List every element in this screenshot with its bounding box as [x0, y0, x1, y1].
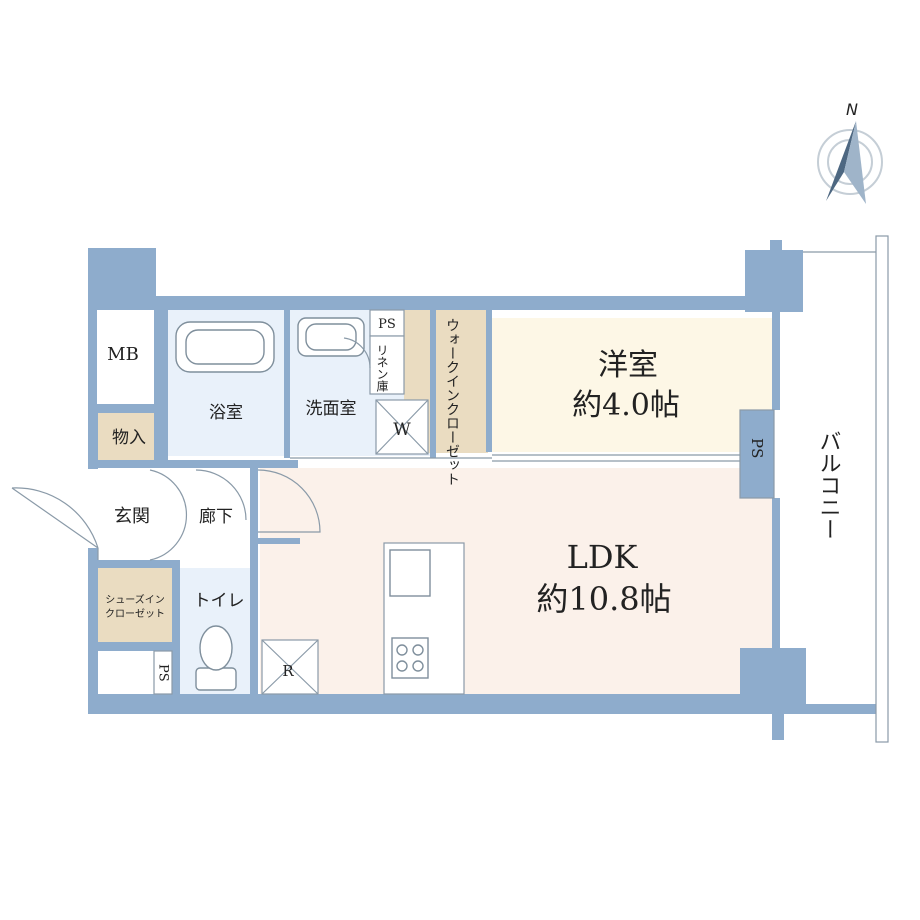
kitchen-sink-icon: [389, 549, 431, 597]
wall-top: [150, 296, 752, 310]
wall-pillar-top-right: [770, 240, 782, 254]
burner-4: [412, 660, 424, 672]
toilet-tank: [195, 667, 237, 691]
ldk-floor: [260, 468, 772, 694]
wall-left-lower: [88, 548, 98, 714]
wall-inner-left: [154, 310, 168, 460]
wall-toilet-left: [172, 560, 180, 696]
western-room-floor: [491, 318, 773, 452]
ps-right-outline: [739, 409, 775, 499]
burner-3: [396, 660, 408, 672]
ldk-door-swing: [257, 469, 321, 533]
wall-right-upper: [772, 312, 780, 410]
burner-2: [412, 644, 424, 656]
north-arrow-shade: [844, 121, 866, 204]
balcony-label: バルコニー: [816, 430, 841, 540]
washroom-label: 洗面室: [306, 399, 357, 419]
bath-label: 浴室: [209, 403, 243, 423]
burner-1: [396, 644, 408, 656]
doors: [11, 337, 371, 561]
wall-corner-top-left: [88, 248, 156, 310]
storage-floor: [98, 413, 158, 461]
wall-closet-room: [486, 310, 492, 452]
hall-door-swing: [149, 469, 187, 561]
wall-right-lower: [772, 498, 780, 648]
wall-storage-left: [88, 413, 98, 469]
stove-icon: [391, 637, 429, 679]
bathtub-inner: [185, 329, 265, 365]
fixtures: [175, 317, 431, 691]
linen-label: リネン庫: [375, 344, 389, 393]
walls: [88, 240, 880, 740]
ps-right-label: PS: [748, 438, 766, 458]
balcony-rail: [875, 235, 889, 743]
entrance-label: 玄関: [114, 506, 150, 527]
ldk-size: 約10.8帖: [536, 580, 671, 618]
western-room-size: 約4.0帖: [572, 388, 680, 423]
wall-ps-right: [740, 410, 774, 498]
wall-hall-top: [98, 460, 298, 468]
compass-label: N: [846, 100, 858, 119]
ps-bottom-label: PS: [156, 664, 171, 682]
wall-storage-top: [88, 404, 168, 413]
ps-bottom-box: [153, 650, 173, 695]
compass-ring-outer: [817, 129, 883, 195]
hallway-label: 廊下: [199, 507, 233, 527]
fridge-label: R: [282, 662, 294, 680]
toilet-label: トイレ: [194, 591, 245, 611]
wall-shoes-top: [98, 560, 172, 568]
wall-balcony-bottom: [780, 704, 880, 714]
washer-diag-2: [375, 399, 429, 455]
fridge-diag-2: [261, 639, 319, 695]
washer-label: W: [393, 420, 411, 440]
wall-ldk-left: [250, 468, 258, 694]
wall-wash-closet: [430, 310, 436, 458]
wash-door-swing: [343, 337, 371, 369]
shoes-closet-label-2: クローゼット: [105, 608, 165, 620]
wall-mb-left: [88, 310, 97, 406]
shoes-closet-floor: [98, 568, 172, 642]
wall-ldk-stub: [258, 538, 300, 544]
toilet-icon: [199, 625, 233, 671]
ldk-name: LDK: [567, 538, 639, 576]
wall-bath-wash: [284, 310, 290, 458]
wall-corner-top-right: [745, 250, 803, 312]
western-room-name: 洋室: [598, 348, 658, 383]
mb-label: MB: [107, 344, 139, 365]
ps-top-label: PS: [378, 317, 396, 332]
labels: MB 物入 浴室 洗面室 W PS リネン庫 ウォークインクローゼット 洋室 約…: [105, 317, 841, 682]
corridor-door-swing: [195, 469, 247, 521]
north-arrow-icon: [826, 121, 856, 201]
shoes-closet-label-1: シューズイン: [105, 593, 165, 606]
wall-ps-top: [98, 642, 178, 651]
sink-basin: [305, 323, 357, 351]
entrance-door-swing: [11, 487, 99, 549]
compass: N: [817, 100, 883, 204]
wall-corner-bottom-right: [740, 648, 806, 706]
walkin-closet-label: ウォークインクローゼット: [444, 318, 460, 486]
wall-bottom: [88, 694, 788, 714]
mb-floor: [88, 310, 154, 406]
storage-label: 物入: [112, 428, 146, 448]
